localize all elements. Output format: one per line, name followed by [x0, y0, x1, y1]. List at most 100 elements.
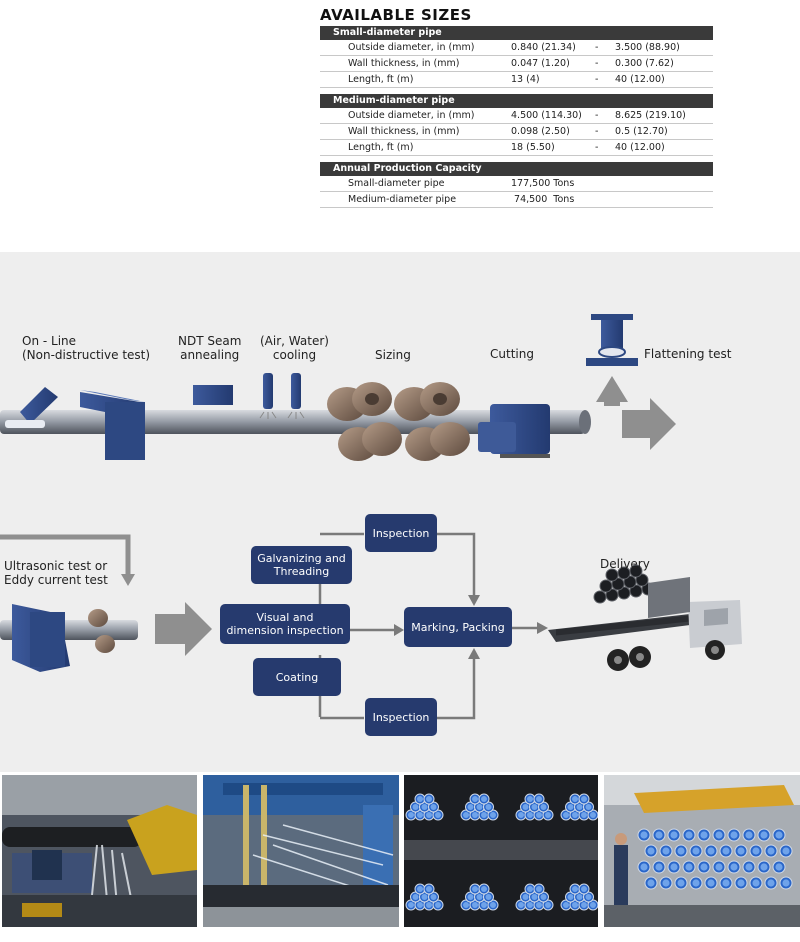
- pipe-bore-icon: [700, 863, 708, 871]
- pipe-mill-spray-photo: [2, 775, 197, 927]
- arrow-right-lower: [155, 602, 212, 656]
- box-inspection-bottom: Inspection: [365, 698, 437, 736]
- pipe-bore-icon: [522, 804, 529, 810]
- pipe-bore-icon: [472, 796, 478, 802]
- flow-arrowheads: [394, 595, 548, 659]
- pipe-bore-icon: [421, 804, 428, 810]
- pipe-bore-icon: [572, 886, 578, 892]
- pipe-bore-icon: [472, 886, 478, 892]
- available-sizes-table: AVAILABLE SIZES Small-diameter pipe Outs…: [320, 4, 713, 208]
- pipe-bore-icon: [760, 863, 768, 871]
- pipe-bore-icon: [692, 879, 700, 887]
- warehouse-crane-pipes-photo: [604, 775, 800, 927]
- cooling-nozzle-1: [263, 373, 273, 409]
- pipe-bore-icon: [463, 812, 469, 818]
- pipe-bore-icon: [647, 847, 655, 855]
- pipe-bore-icon: [572, 902, 578, 908]
- pipe-bore-icon: [707, 879, 715, 887]
- label-online-line1: On - Line: [22, 334, 77, 348]
- pipe-bore-icon: [737, 847, 745, 855]
- label-delivery: Delivery: [600, 557, 650, 571]
- pipe-bore-icon: [730, 863, 738, 871]
- water-cooling-spray-photo: [203, 775, 399, 927]
- row-label: Outside diameter, in (mm): [348, 42, 475, 53]
- pipe-bore-icon: [782, 847, 790, 855]
- label-cooling-line1: (Air, Water): [260, 334, 329, 348]
- annealing-block: [193, 385, 233, 405]
- cooling-nozzle-2: [291, 373, 301, 409]
- photo-strip: [0, 772, 800, 942]
- section-heading-small: Small-diameter pipe: [320, 26, 713, 40]
- pipe-bore-icon: [576, 804, 583, 810]
- box-coating: Coating: [253, 658, 341, 696]
- pipe-bore-icon: [485, 894, 492, 900]
- row-label: Wall thickness, in (mm): [348, 126, 460, 137]
- label-cutting: Cutting: [490, 347, 534, 361]
- return-line: [0, 534, 131, 577]
- pipe-bore-icon: [463, 902, 469, 908]
- pipe-bore-icon: [722, 847, 730, 855]
- pipe-bore-icon: [722, 879, 730, 887]
- pipe-bore-icon: [640, 863, 648, 871]
- row-dash: -: [595, 74, 599, 85]
- label-online-test: On - Line (Non-distructive test): [22, 334, 150, 362]
- row-min: 0.840 (21.34): [511, 42, 576, 53]
- pipe-bore-icon: [472, 812, 478, 818]
- box-visual-line1: Visual and: [256, 611, 314, 624]
- pipe-bore-icon: [752, 879, 760, 887]
- pipe-bore-icon: [426, 812, 432, 818]
- pipe-bore-icon: [775, 831, 783, 839]
- pipe-bore-icon: [412, 804, 419, 810]
- sizes-title: AVAILABLE SIZES: [320, 6, 472, 24]
- table-row: Medium-diameter pipe 74,500 Tons: [320, 192, 713, 208]
- process-flow-diagram: On - Line (Non-distructive test) NDT Sea…: [0, 252, 800, 772]
- label-ultrasonic-line1: Ultrasonic test or: [4, 559, 108, 573]
- label-sizing: Sizing: [375, 348, 411, 362]
- pipe-bore-icon: [581, 902, 587, 908]
- pipe-bore-icon: [700, 831, 708, 839]
- pipe-bore-icon: [585, 804, 592, 810]
- row-dash: -: [595, 142, 599, 153]
- pipe-bore-icon: [662, 879, 670, 887]
- pipe-bore-icon: [640, 831, 648, 839]
- pipe-bore-icon: [518, 902, 524, 908]
- box-visual-line2: dimension inspection: [226, 624, 344, 637]
- pipe-bore-icon: [567, 894, 574, 900]
- pipe-bore-icon: [775, 863, 783, 871]
- pipe-bore-icon: [417, 796, 423, 802]
- row-min: 18 (5.50): [511, 142, 555, 153]
- label-ultrasonic: Ultrasonic test or Eddy current test: [4, 559, 108, 587]
- pipe-bore-icon: [581, 812, 587, 818]
- online-test-machine-body: [105, 402, 145, 460]
- pipe-bore-icon: [581, 796, 587, 802]
- pipe-bore-icon: [417, 812, 423, 818]
- pipe-bore-icon: [408, 812, 414, 818]
- row-dash: -: [595, 110, 599, 121]
- row-max: 0.5 (12.70): [615, 126, 668, 137]
- pipe-bore-icon: [670, 831, 678, 839]
- pipe-bore-icon: [426, 796, 432, 802]
- pipe-bore-icon: [715, 831, 723, 839]
- pipe-bore-icon: [476, 894, 483, 900]
- row-label: Wall thickness, in (mm): [348, 58, 460, 69]
- row-min: 13 (4): [511, 74, 540, 85]
- pipe-bore-icon: [490, 902, 496, 908]
- table-row: Wall thickness, in (mm) 0.047 (1.20) - 0…: [320, 56, 713, 72]
- pipe-end: [579, 410, 591, 434]
- pipe-bore-icon: [767, 879, 775, 887]
- pipe-bore-icon: [531, 804, 538, 810]
- sizing-rollers: [327, 382, 470, 461]
- pipe-bore-icon: [536, 902, 542, 908]
- arrow-right-upper: [622, 398, 676, 450]
- pipe-bore-icon: [707, 847, 715, 855]
- pipe-bore-icon: [590, 812, 596, 818]
- pipe-bore-icon: [421, 894, 428, 900]
- blue-capped-pipe-bundles-photo: [404, 775, 598, 927]
- label-ndt-seam: NDT Seam annealing: [178, 334, 241, 362]
- row-dash: -: [595, 126, 599, 137]
- pipe-bore-icon: [426, 886, 432, 892]
- box-galvanizing: Galvanizing and Threading: [251, 546, 352, 584]
- row-value: 177,500 Tons: [511, 178, 575, 189]
- pipe-bore-icon: [590, 902, 596, 908]
- pipe-bore-icon: [430, 894, 437, 900]
